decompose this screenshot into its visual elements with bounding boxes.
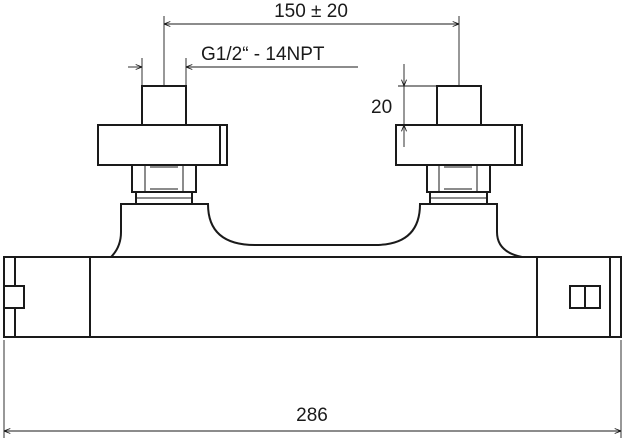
inlet-height-label: 20 [371, 97, 392, 118]
spacing-dimension-label: 150 ± 20 [274, 1, 348, 22]
thread-dimension: G1/2“ - 14NPT [128, 44, 358, 86]
overall-width-dimension: 286 [3, 340, 622, 438]
inlet-height-dimension: 20 [371, 64, 437, 147]
left-end-cap [3, 256, 91, 338]
right-eccentric-connector [395, 85, 523, 205]
spacing-dimension: 150 ± 20 [163, 1, 460, 86]
left-eccentric-connector [97, 85, 228, 205]
right-end-cap [536, 256, 622, 338]
thread-dimension-label: G1/2“ - 14NPT [201, 44, 325, 65]
mixer-body [89, 203, 538, 338]
overall-width-label: 286 [296, 405, 328, 426]
